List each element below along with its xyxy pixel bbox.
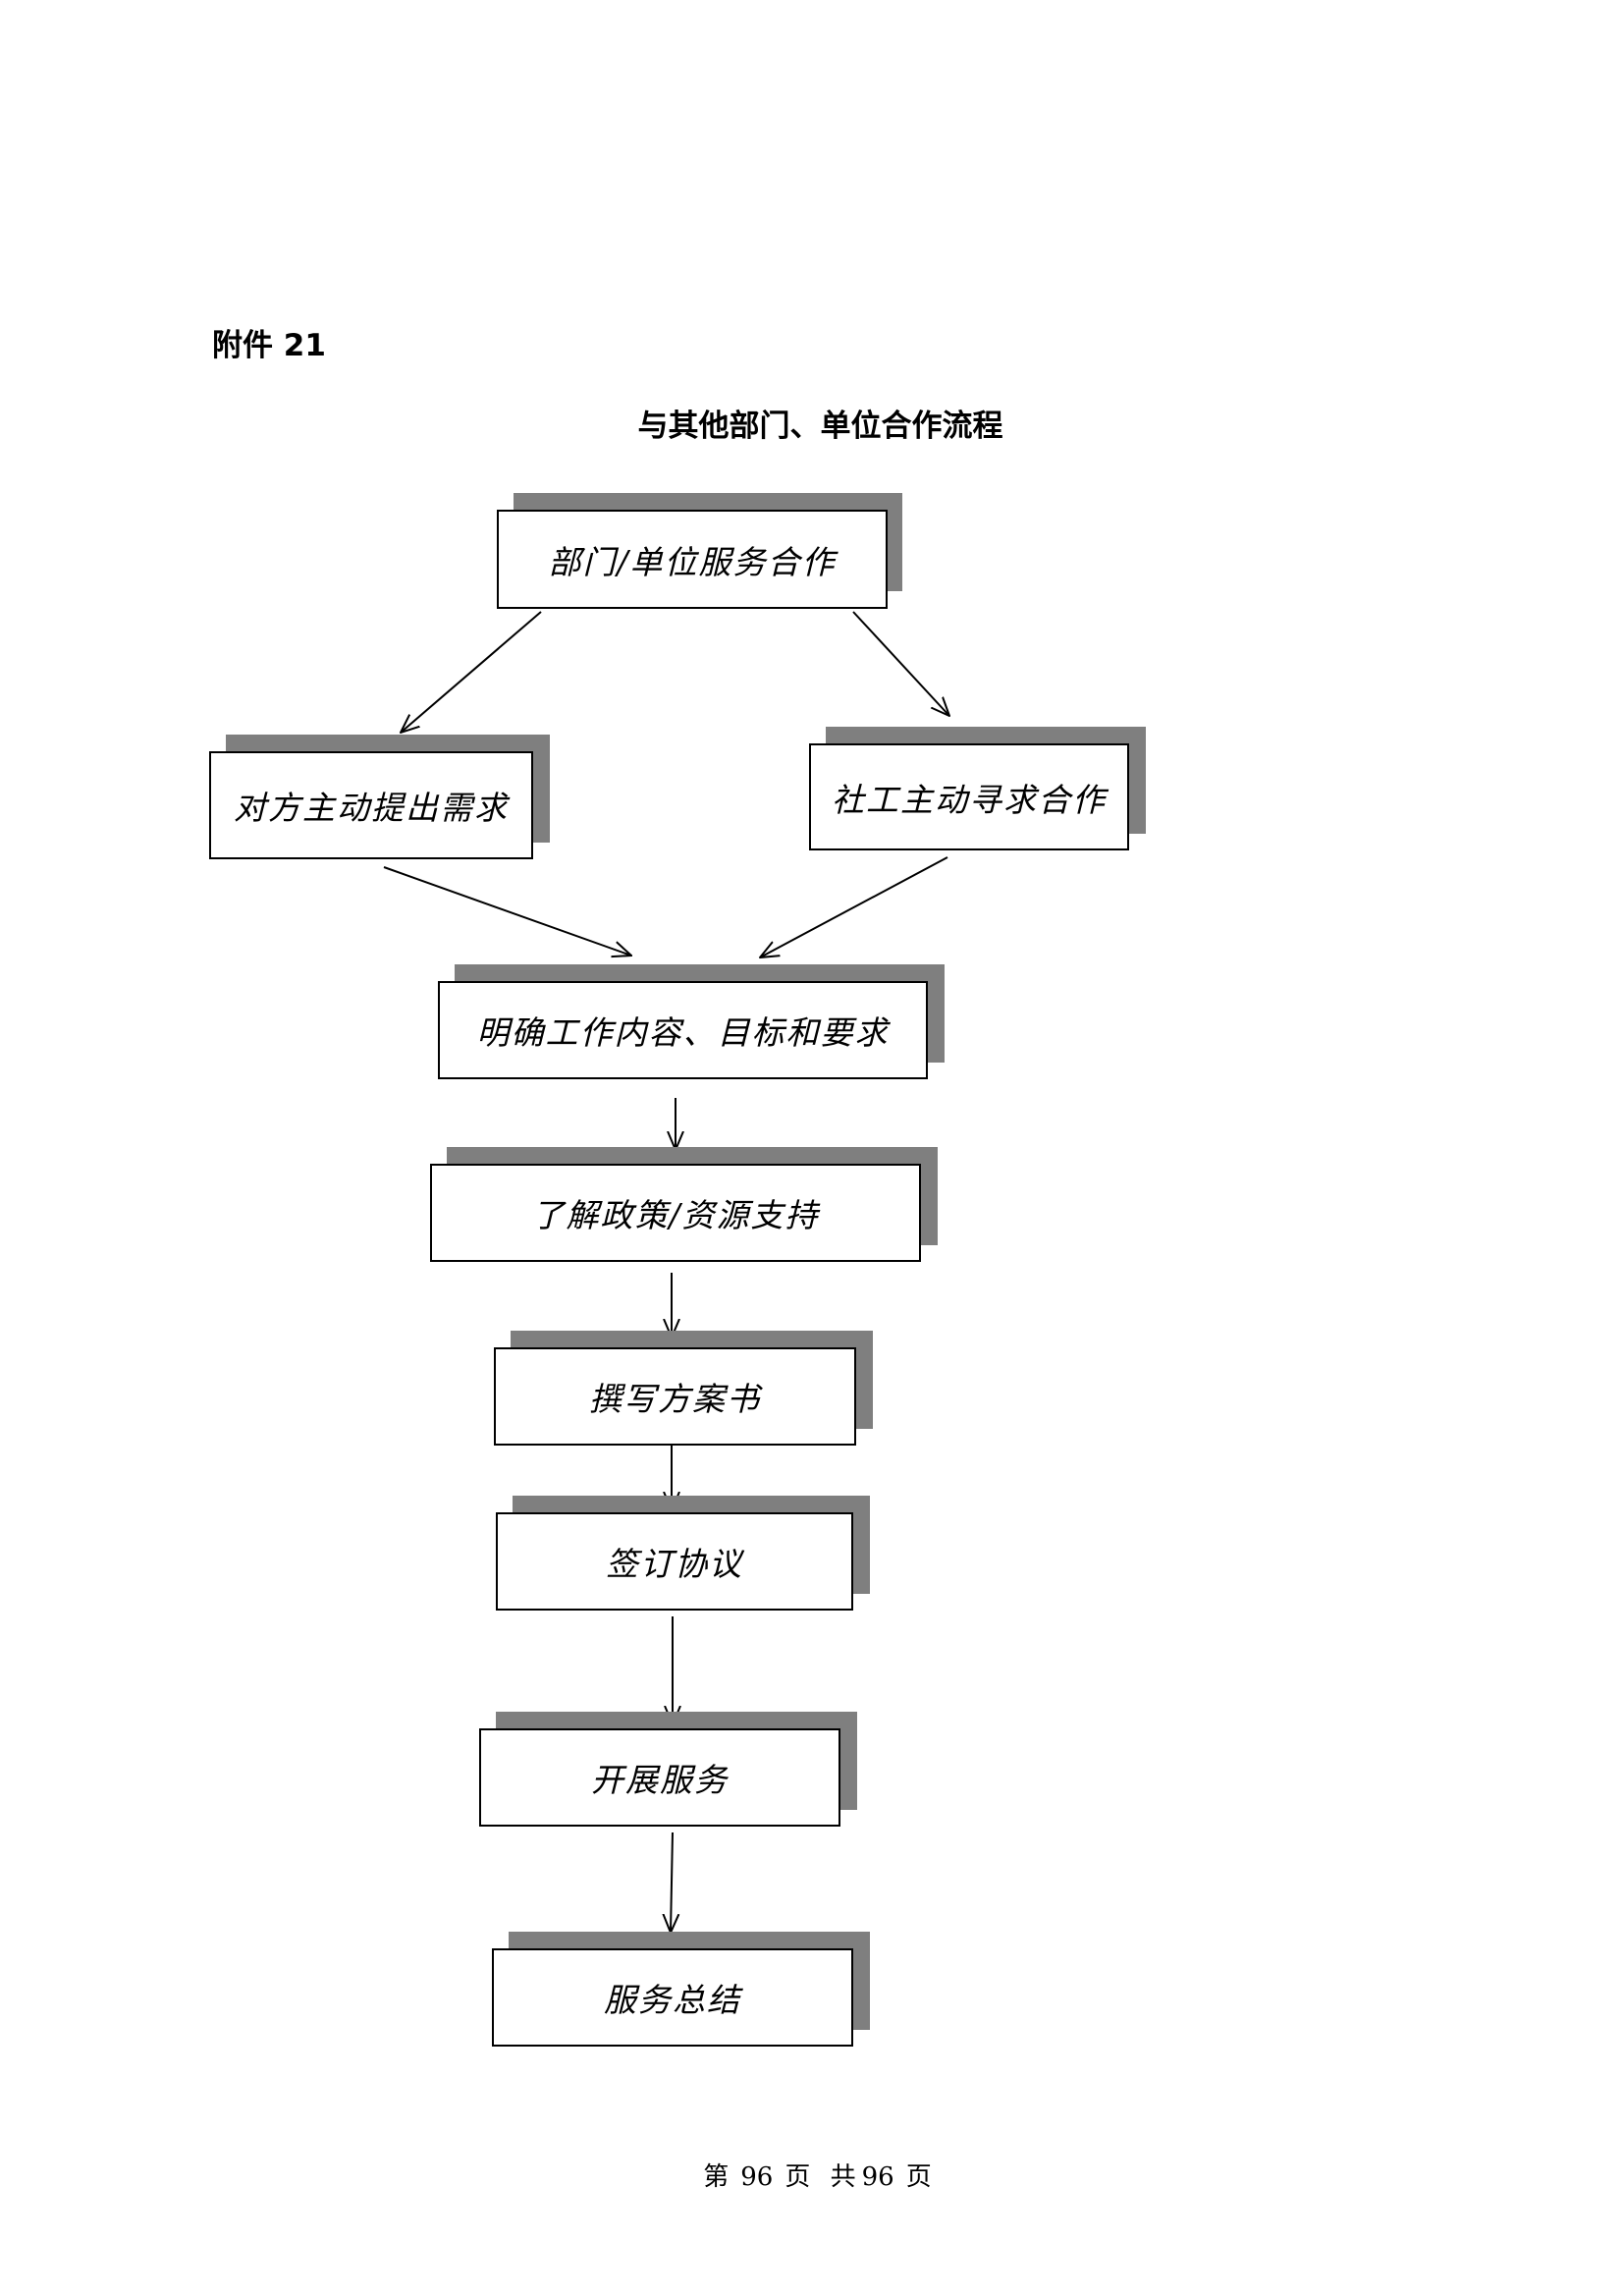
- footer-total-pages: 96: [861, 2162, 894, 2192]
- node-branch-left-label: 对方主动提出需求: [209, 751, 533, 859]
- node-step-5-label: 开展服务: [479, 1728, 840, 1827]
- node-start-label: 部门/单位服务合作: [497, 510, 888, 609]
- arrow-step5-to-step6: [671, 1831, 673, 1933]
- page-title: 与其他部门、单位合作流程: [637, 409, 1003, 444]
- footer-prefix: 第: [703, 2162, 730, 2192]
- attachment-label: 附件 21: [212, 328, 326, 363]
- arrow-left-to-step1: [383, 866, 631, 956]
- arrow-right-to-step1: [760, 856, 948, 957]
- node-step-4-label: 签订协议: [496, 1512, 853, 1611]
- node-step-1-label: 明确工作内容、目标和要求: [438, 981, 928, 1079]
- footer-page-word: 页: [784, 2162, 811, 2192]
- arrow-start-to-left: [401, 611, 542, 733]
- node-step-2-label: 了解政策/资源支持: [430, 1164, 921, 1262]
- footer-current-page: 96: [740, 2162, 774, 2192]
- node-step-6-label: 服务总结: [492, 1948, 853, 2047]
- arrow-start-to-right: [852, 611, 949, 716]
- node-step-3-label: 撰写方案书: [494, 1347, 856, 1446]
- footer-suffix: 页: [905, 2162, 932, 2192]
- footer-total-prefix: 共: [830, 2162, 856, 2192]
- node-branch-right-label: 社工主动寻求合作: [809, 743, 1129, 850]
